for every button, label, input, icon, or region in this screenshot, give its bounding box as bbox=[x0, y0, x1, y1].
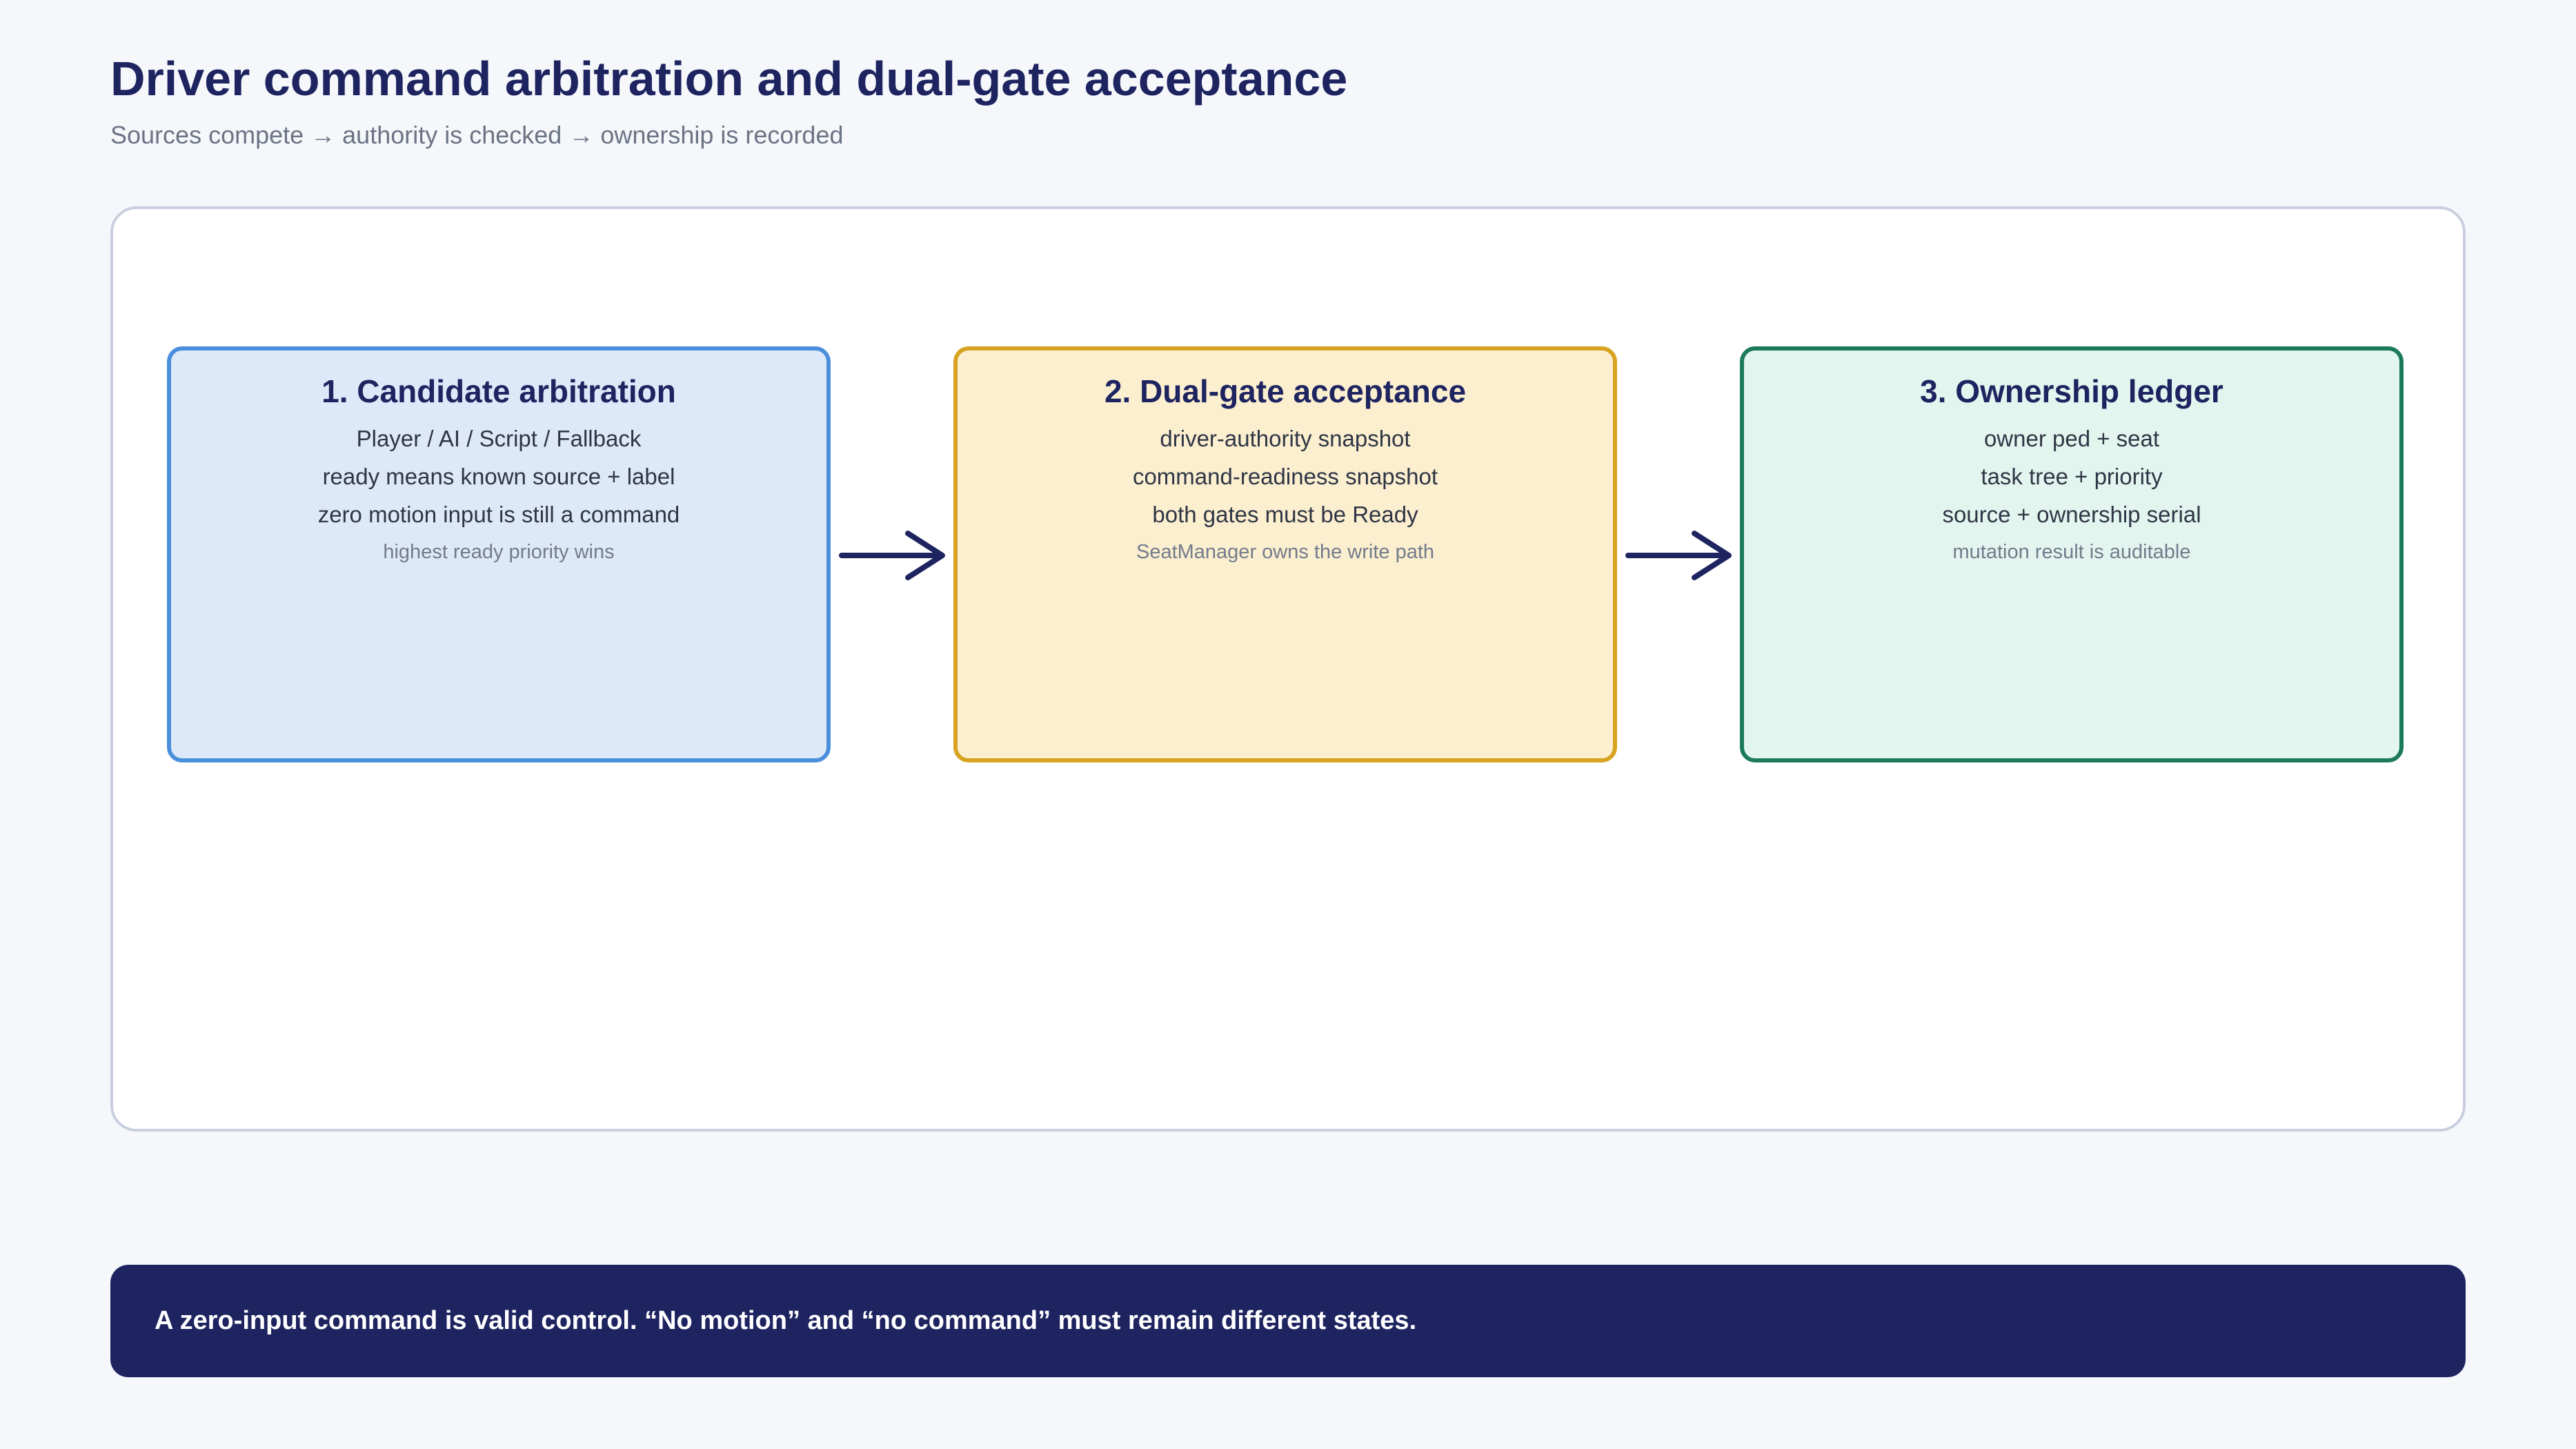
page-title: Driver command arbitration and dual-gate… bbox=[110, 52, 1348, 106]
stage-note: mutation result is auditable bbox=[1952, 540, 2191, 563]
stage-line: both gates must be Ready bbox=[1152, 501, 1418, 527]
footer-text: A zero-input command is valid control. “… bbox=[155, 1306, 1417, 1335]
stage-line: source + ownership serial bbox=[1942, 501, 2201, 527]
stage-line: command-readiness snapshot bbox=[1132, 463, 1438, 489]
arrow-right-icon bbox=[1625, 531, 1732, 580]
stage-line: Player / AI / Script / Fallback bbox=[356, 425, 642, 451]
diagram-panel: 1. Candidate arbitration Player / AI / S… bbox=[110, 206, 2466, 1132]
stage-line: task tree + priority bbox=[1981, 463, 2163, 489]
stage-line: ready means known source + label bbox=[322, 463, 675, 489]
stage-line: zero motion input is still a command bbox=[317, 501, 680, 527]
stage-title: 3. Ownership ledger bbox=[1920, 373, 2223, 409]
footer-banner: A zero-input command is valid control. “… bbox=[110, 1265, 2466, 1377]
stage-line: driver-authority snapshot bbox=[1160, 425, 1411, 451]
stage-line: owner ped + seat bbox=[1983, 425, 2160, 451]
stage-candidate-arbitration: 1. Candidate arbitration Player / AI / S… bbox=[167, 346, 831, 762]
stage-title: 1. Candidate arbitration bbox=[321, 373, 676, 409]
stage-title: 2. Dual-gate acceptance bbox=[1104, 373, 1467, 409]
stage-note: highest ready priority wins bbox=[383, 540, 615, 563]
stage-ownership-ledger: 3. Ownership ledger owner ped + seat tas… bbox=[1740, 346, 2404, 762]
stage-dual-gate-acceptance: 2. Dual-gate acceptance driver-authority… bbox=[953, 346, 1617, 762]
arrow-right-icon bbox=[839, 531, 945, 580]
stage-note: SeatManager owns the write path bbox=[1136, 540, 1435, 563]
page-subtitle: Sources compete → authority is checked →… bbox=[110, 121, 844, 149]
